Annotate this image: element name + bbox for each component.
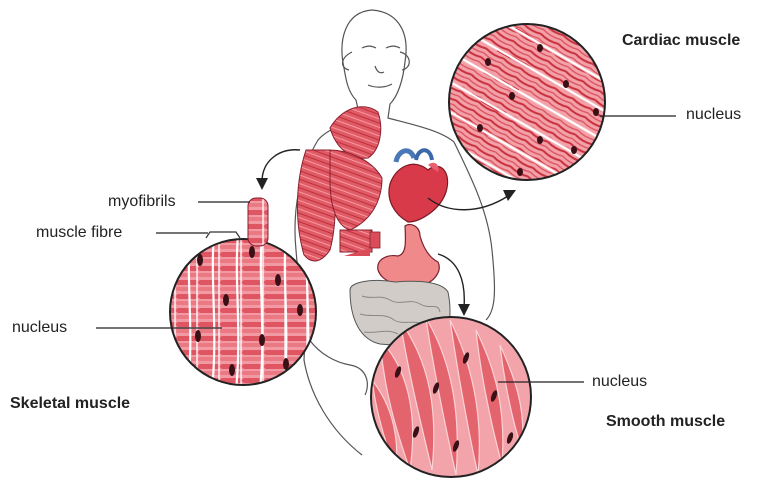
label-muscle-fibre: muscle fibre [36,225,122,241]
label-smooth-nucleus: nucleus [592,374,647,390]
arrow-skeletal-icon [256,150,300,190]
label-myofibrils: myofibrils [108,194,176,210]
myofibril-strand [248,198,268,246]
title-cardiac-muscle: Cardiac muscle [622,33,740,49]
label-cardiac-nucleus: nucleus [686,107,741,123]
fibre-bracket [206,232,240,238]
stomach [378,224,439,286]
title-smooth-muscle: Smooth muscle [606,414,725,430]
heart [389,150,448,222]
title-skeletal-muscle: Skeletal muscle [10,396,130,412]
label-skeletal-nucleus: nucleus [12,320,67,336]
muscle-group-torso [297,107,382,261]
smooth-muscle-circle [370,315,535,479]
